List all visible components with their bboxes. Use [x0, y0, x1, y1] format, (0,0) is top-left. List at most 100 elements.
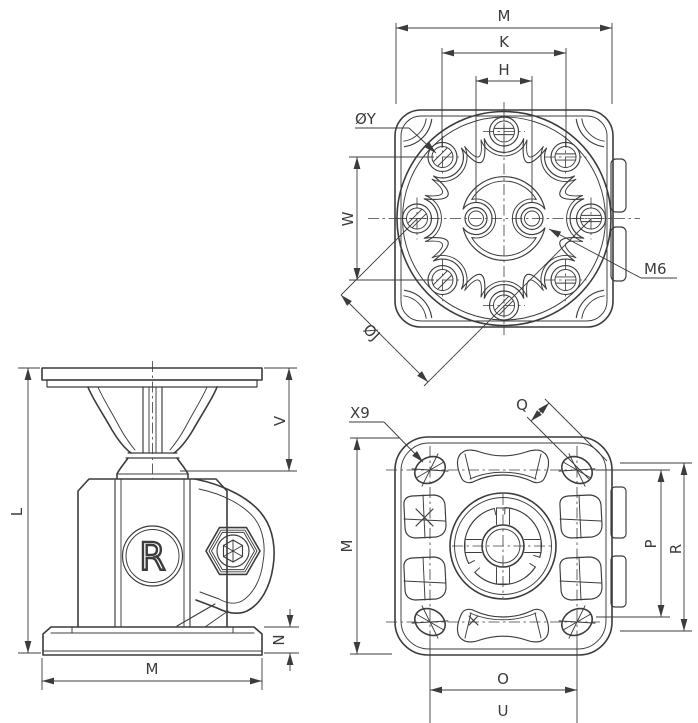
dim-top-k: K	[441, 33, 567, 148]
screw-slot	[498, 300, 514, 315]
dim-label-l: L	[8, 507, 26, 516]
pocket-outline	[403, 556, 447, 601]
label-hole-dia: ØY	[355, 110, 377, 128]
dim-side-v: V	[180, 367, 297, 472]
corner-lobe-arc	[575, 118, 605, 148]
bayonet-step	[468, 560, 475, 564]
center-spool	[462, 176, 546, 261]
pocket-outline	[456, 608, 550, 643]
support-dome	[87, 361, 218, 479]
hex-socket-spoke	[222, 550, 234, 557]
dim-side-l: L	[8, 367, 41, 654]
bottom-flange-inner-edge	[400, 442, 607, 650]
side-bracket	[176, 478, 275, 628]
hex-head	[205, 526, 261, 576]
corner-lobe-arc	[403, 118, 427, 142]
hex-socket-spoke	[222, 545, 234, 552]
center-hole-left-inner	[468, 210, 484, 227]
dim-label-m-bottom: M	[338, 540, 356, 553]
corner-lobe-arc	[581, 295, 605, 319]
hex-socket-spoke	[232, 550, 244, 557]
pocket-blob	[403, 494, 447, 539]
hex-head	[208, 529, 258, 573]
scallop-edge-outer	[424, 139, 584, 298]
dim-bottom-r: R	[620, 462, 692, 632]
dim-top-w: W	[339, 156, 434, 281]
scallop-ring	[423, 138, 585, 299]
pocket-outline	[456, 449, 550, 484]
top-plate-lip	[46, 379, 258, 388]
pocket-facet	[578, 556, 582, 601]
pocket-outline	[403, 494, 447, 539]
bayonet-step	[529, 562, 536, 568]
dim-top-h: H	[475, 61, 533, 203]
dim-bottom-u: U	[498, 702, 509, 720]
dim-label-m-top: M	[498, 7, 511, 25]
dim-label-k: K	[499, 33, 510, 51]
cast-pockets	[403, 449, 603, 643]
pocket-band-bottom	[456, 608, 550, 643]
dim-label-h: H	[498, 61, 509, 79]
bottom-view-right-tab-lower	[610, 555, 627, 608]
hex-socket-spoke	[232, 545, 244, 552]
dim-label-n: N	[270, 634, 288, 645]
top-plate	[41, 367, 263, 381]
pocket-facet	[534, 612, 542, 639]
bottom-view-right-tab-upper	[610, 486, 627, 539]
hex-bolt	[205, 526, 261, 576]
pocket-blob	[559, 556, 603, 601]
screw-slot	[494, 296, 510, 311]
screw-slot	[407, 209, 423, 224]
side-view: R L V	[8, 361, 299, 690]
dim-label-u: U	[498, 702, 509, 720]
bayonet-step	[493, 508, 497, 516]
label-mounting-holes: X9	[350, 404, 370, 422]
bayonet-step	[474, 567, 481, 573]
label-thread: M6	[644, 260, 667, 278]
screw-slot	[433, 147, 448, 162]
dim-bottom-p: P	[596, 469, 670, 618]
small-x-marker	[468, 615, 479, 626]
pocket-facet	[469, 471, 537, 480]
boss-outer	[449, 492, 557, 600]
pocket-outline	[559, 494, 603, 539]
leader-hole-dia: ØY	[355, 110, 437, 154]
dim-bottom-o: O	[429, 640, 578, 723]
bottom-flange-outline	[394, 436, 613, 656]
pocket-facet	[464, 453, 472, 480]
bolt-hole	[544, 259, 587, 302]
top-view-right-tab-upper	[610, 158, 627, 213]
corner-lobe-arc	[581, 118, 605, 142]
dim-label-r: R	[667, 544, 685, 554]
dim-label-o: O	[497, 670, 509, 688]
corner-lobe-arc	[403, 118, 433, 148]
pocket-blob	[559, 494, 603, 539]
logo-letter: R	[139, 535, 165, 579]
top-view: M K H W ØY M6	[339, 7, 677, 387]
dim-label-v: V	[271, 415, 289, 426]
bayonet-ring-arc	[463, 507, 495, 565]
screw-slot	[437, 151, 452, 167]
pocket-band-top	[456, 449, 550, 484]
clamp-body: R	[77, 478, 228, 628]
dim-side-n: N	[264, 609, 299, 671]
leader-thread: M6	[548, 228, 677, 279]
spool-outline-outer	[462, 176, 546, 261]
bolt-hole	[544, 135, 587, 178]
dim-bottom-m: M	[338, 437, 400, 655]
top-view-right-tab-lower	[610, 226, 627, 282]
dim-side-m: M	[41, 658, 263, 690]
screw-slot	[433, 270, 448, 286]
dim-label-pitch-dia: ØJ	[359, 320, 383, 344]
dim-top-m: M	[395, 7, 613, 104]
bayonet-ring-arc	[474, 566, 536, 586]
dim-label-w: W	[339, 211, 357, 226]
hex-washer-circle	[216, 534, 250, 568]
base-flange	[42, 626, 263, 656]
leader-mounting-holes: X9	[349, 404, 424, 463]
spool-outline-inner	[471, 180, 537, 257]
dim-label-q: Q	[516, 396, 528, 414]
pocket-facet	[578, 494, 582, 539]
